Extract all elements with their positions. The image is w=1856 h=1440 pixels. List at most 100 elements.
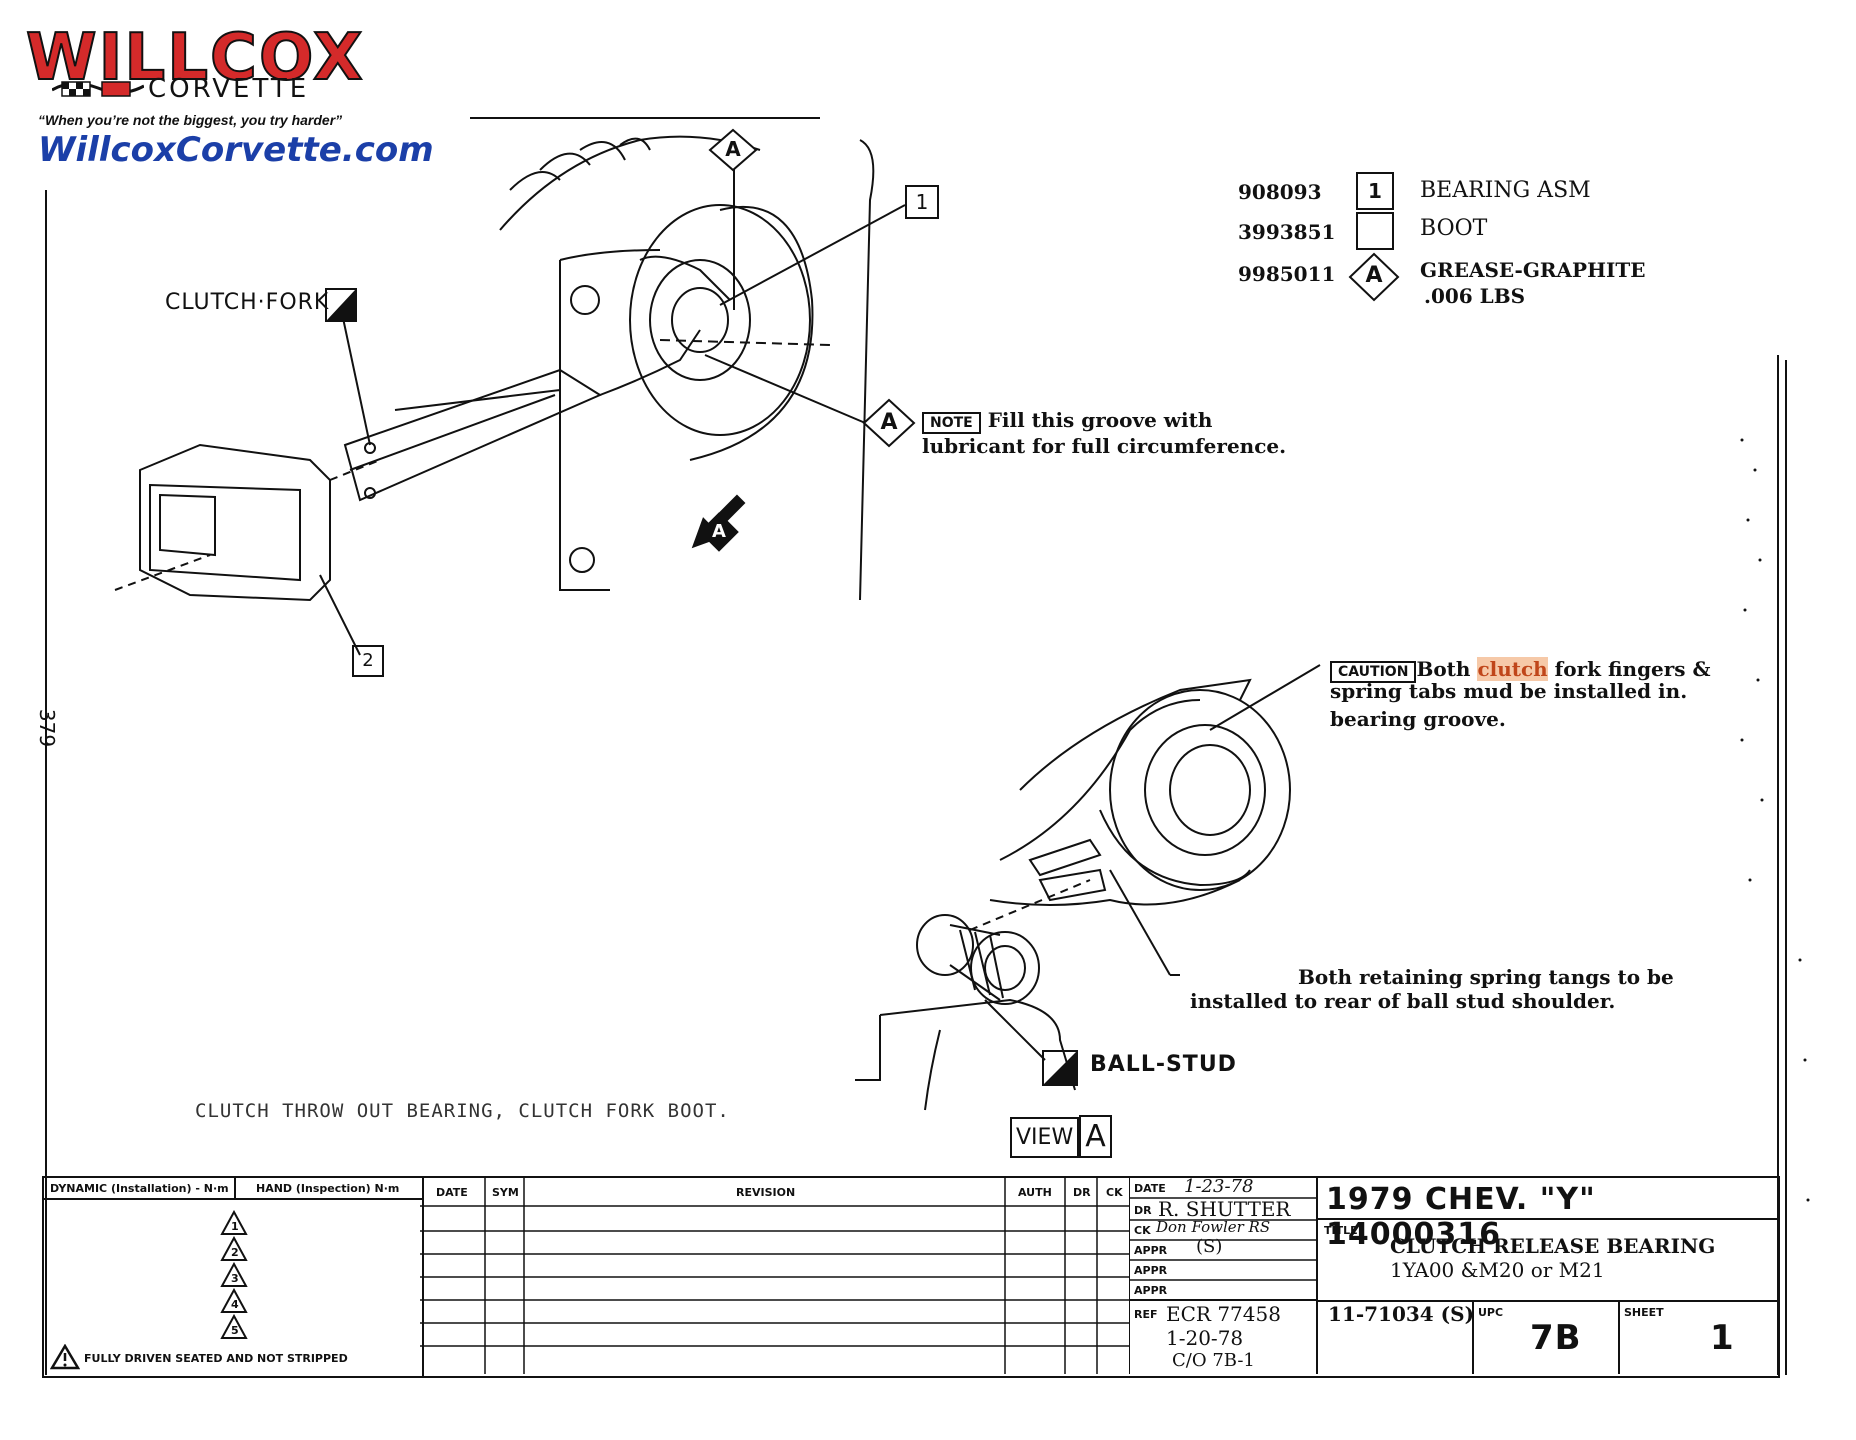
legend-diamond-symbol: A (1348, 252, 1400, 302)
callout-1-text: 1 (915, 190, 929, 214)
part-symbol-filled-icon (1042, 1050, 1078, 1086)
fully-driven-text: FULLY DRIVEN SEATED AND NOT STRIPPED (84, 1352, 348, 1365)
legend-symbol-box: 1 (1356, 172, 1394, 210)
torque-section: DYNAMIC (Installation) - N·m HAND (Inspe… (42, 1176, 424, 1378)
legend-desc-2: .006 LBS (1424, 284, 1526, 308)
callout-1-box: 1 (905, 185, 939, 219)
callout-a-top-text: A (725, 137, 741, 161)
revision-table: DATE SYM REVISION AUTH DR CK (420, 1176, 1130, 1374)
brand-logo: WILLCOX (25, 25, 364, 91)
caution-line-3: bearing groove. (1330, 707, 1506, 731)
dr-value: R. SHUTTER (1158, 1197, 1291, 1221)
view-text: VIEW (1010, 1117, 1080, 1158)
note-tag: NOTE (922, 412, 981, 434)
triangle-number: 1 (231, 1220, 239, 1233)
header-divider (1318, 1218, 1778, 1220)
callout-a-note-diamond: A (862, 398, 916, 448)
brand-name: WILLCOX (25, 21, 365, 95)
ck-label: CK (1134, 1224, 1151, 1237)
date-value: 1-23-78 (1184, 1176, 1254, 1197)
parts-legend: 908093 1 BEARING ASM 3993851 BOOT 998501… (1238, 172, 1688, 312)
torque-triangle-icon: 4 (220, 1287, 248, 1314)
legend-desc: BEARING ASM (1420, 178, 1591, 203)
sheet-divider (1618, 1300, 1620, 1374)
warning-triangle-icon (49, 1343, 81, 1370)
ck-value: Don Fowler RS (1156, 1218, 1271, 1236)
drawing-title-2: 1YA00 &M20 or M21 (1390, 1258, 1605, 1282)
ref-1: ECR 77458 (1166, 1302, 1281, 1326)
callout-2-text: 2 (362, 650, 374, 671)
ref-label: REF (1134, 1308, 1158, 1321)
torque-hand-label: HAND (Inspection) N·m (256, 1182, 400, 1195)
col-auth: AUTH (1018, 1186, 1052, 1199)
torque-divider (44, 1198, 422, 1200)
sheet-value: 1 (1710, 1318, 1735, 1358)
ball-stud-label: BALL-STUD (1090, 1052, 1237, 1077)
legend-symbol-box (1356, 212, 1394, 250)
note-callout: NOTE Fill this groove with lubricant for… (922, 408, 1286, 458)
legend-part-number: 3993851 (1238, 220, 1336, 244)
spring-note-line-1: Both retaining spring tangs to be (1298, 965, 1674, 989)
page-number: 379 (35, 709, 59, 747)
appr-value: (S) (1196, 1236, 1223, 1257)
triangle-number: 3 (231, 1272, 239, 1285)
ref-2: 1-20-78 (1166, 1326, 1244, 1350)
website-link[interactable]: WillcoxCorvette.com (38, 130, 434, 170)
caution-tag: CAUTION (1330, 661, 1417, 683)
clutch-fork-text: CLUTCH·FORK (165, 290, 330, 315)
brand-tagline: “When you’re not the biggest, you try ha… (38, 112, 343, 128)
col-sym: SYM (492, 1186, 519, 1199)
note-line-1: Fill this groove with (987, 408, 1213, 432)
col-date: DATE (436, 1186, 468, 1199)
spring-tang-note: Both retaining spring tangs to be instal… (1190, 965, 1674, 1013)
page-number-text: 379 (35, 708, 60, 748)
triangle-number: 4 (231, 1298, 239, 1311)
note-line-2: lubricant for full circumference. (922, 434, 1287, 458)
date-label: DATE (1134, 1182, 1166, 1195)
caution-pre: Both (1416, 657, 1478, 681)
callout-a-note-text: A (880, 410, 898, 435)
legend-symbol-text: A (1365, 263, 1383, 288)
col-dr: DR (1073, 1186, 1091, 1199)
upc-divider (1472, 1300, 1474, 1374)
legend-part-number: 908093 (1238, 180, 1322, 204)
drawing-title-1: CLUTCH RELEASE BEARING (1390, 1234, 1716, 1258)
clutch-fork-label: CLUTCH·FORK (165, 290, 329, 315)
torque-dynamic-label: DYNAMIC (Installation) - N·m (50, 1182, 229, 1195)
caution-line-2: spring tabs mud be installed in. (1330, 679, 1688, 703)
drawing-caption: CLUTCH THROW OUT BEARING, CLUTCH FORK BO… (195, 1100, 730, 1122)
corvette-flags-icon (51, 76, 145, 100)
approval-block: DATE 1-23-78 DR R. SHUTTER CK Don Fowler… (1130, 1176, 1316, 1374)
triangle-number: 5 (231, 1324, 239, 1337)
torque-triangle-icon: 1 (220, 1209, 248, 1236)
callout-2-box: 2 (352, 645, 384, 677)
arrow-a-text: A (712, 521, 726, 542)
legend-symbol-text: 1 (1368, 179, 1382, 203)
col-revision: REVISION (736, 1186, 796, 1199)
col-ck: CK (1106, 1186, 1123, 1199)
legend-part-number: 9985011 (1238, 262, 1336, 286)
title-divider (1318, 1300, 1778, 1302)
sheet-label: SHEET (1624, 1306, 1664, 1319)
appr-label: APPR (1134, 1244, 1168, 1257)
view-a-letter: A (1079, 1115, 1112, 1158)
appr-label-3: APPR (1134, 1284, 1168, 1297)
torque-triangle-icon: 3 (220, 1261, 248, 1288)
callout-a-top-diamond: A (708, 128, 758, 172)
spring-note-line-2: installed to rear of ball stud shoulder. (1190, 989, 1616, 1013)
torque-divider (234, 1178, 236, 1198)
title-label: TITLE (1324, 1224, 1358, 1237)
caution-highlight: clutch (1477, 657, 1548, 681)
drawing-header-text: 1979 CHEV. "Y" 14000316 (1326, 1182, 1596, 1252)
torque-triangle-icon: 5 (220, 1313, 248, 1340)
part-symbol-filled-icon (325, 288, 357, 322)
caution-post: fork fingers & (1547, 657, 1711, 681)
upc-value: 7B (1530, 1318, 1582, 1358)
drawing-header: 1979 CHEV. "Y" 14000316 TITLE CLUTCH REL… (1316, 1176, 1778, 1374)
triangle-number: 2 (231, 1246, 239, 1259)
dr-label: DR (1134, 1204, 1152, 1217)
torque-triangle-icon: 2 (220, 1235, 248, 1262)
